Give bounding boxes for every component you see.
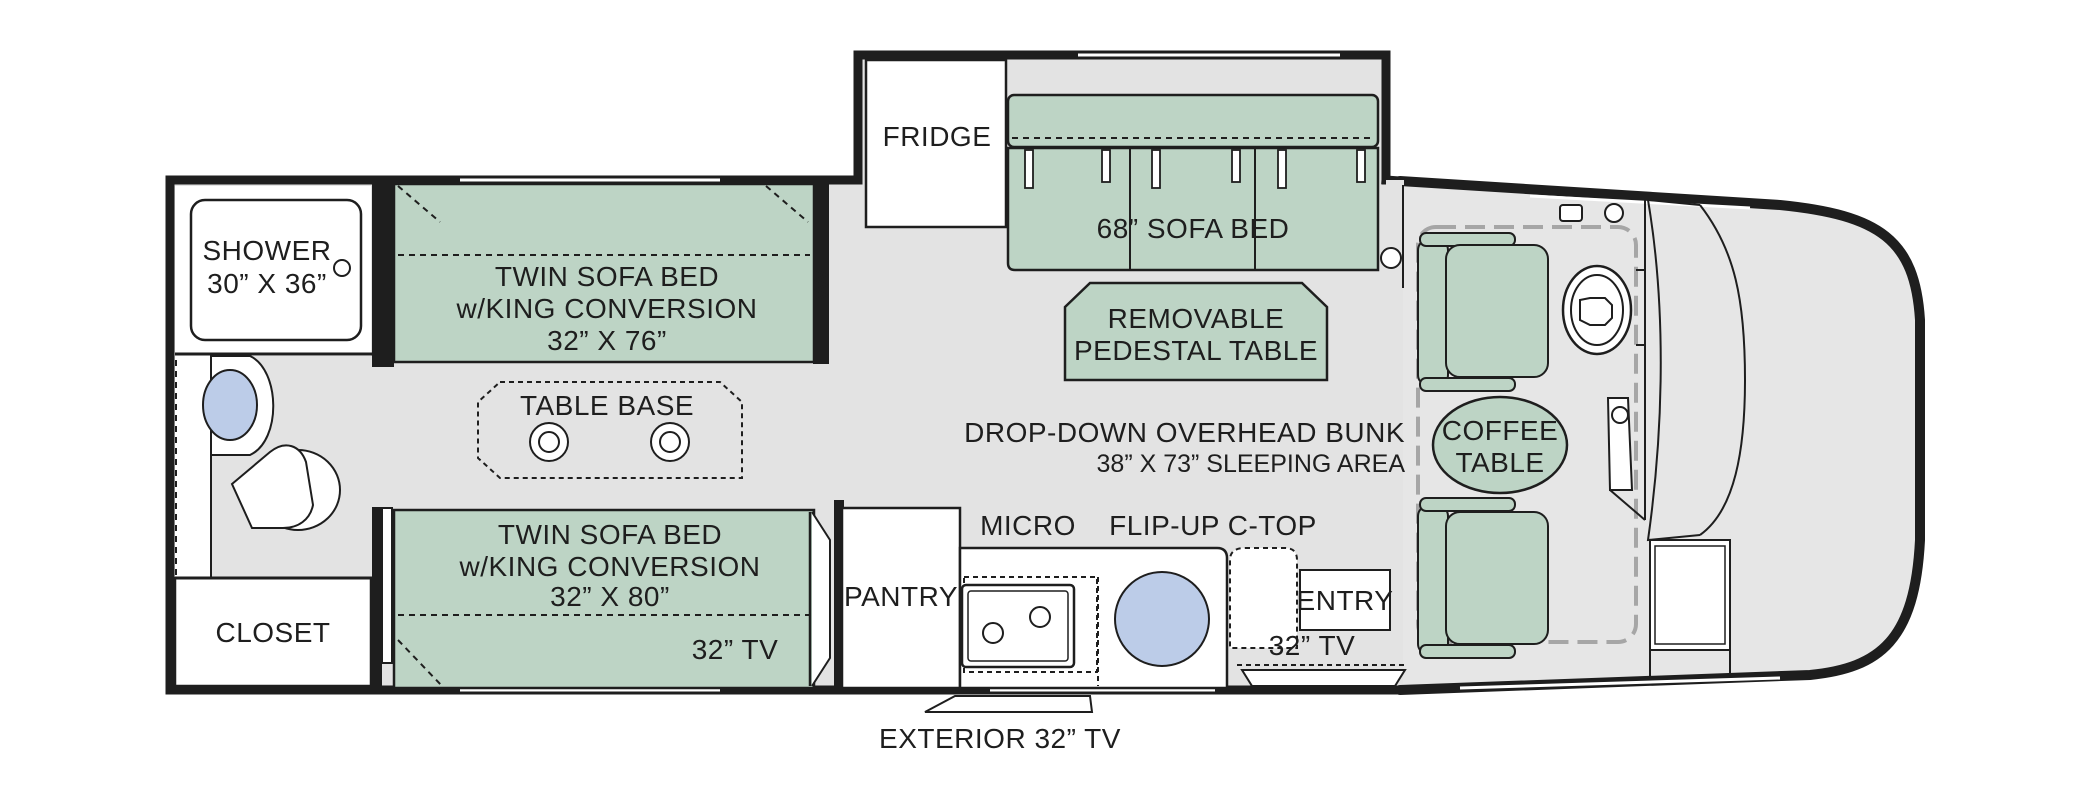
coffee-table-line1: COFFEE (1442, 415, 1559, 446)
coffee-table: COFFEE TABLE (1431, 395, 1569, 495)
entry-tv-label: 32” TV (1269, 630, 1356, 661)
bunk-label-line1: DROP-DOWN OVERHEAD BUNK (964, 417, 1405, 448)
pedestal-table-line1: REMOVABLE (1108, 303, 1285, 334)
twin-sofa-bed-top: TWIN SOFA BED w/KING CONVERSION 32” X 76… (392, 182, 829, 364)
cab-side-panel (1606, 200, 1646, 521)
sofa-bed-label: 68” SOFA BED (1097, 213, 1290, 244)
window-marks (460, 53, 1781, 692)
kitchen-sink-icon (960, 583, 1076, 669)
pantry-label: PANTRY (844, 581, 958, 612)
table-post-icon (529, 422, 569, 462)
windshield (1646, 199, 1747, 542)
entry-label: ENTRY (1297, 585, 1394, 616)
cooktop-icon (1114, 571, 1210, 667)
twin-bed-top-line1: TWIN SOFA BED (495, 261, 719, 292)
pantry: PANTRY (840, 506, 962, 690)
captain-chair-top (1417, 232, 1549, 392)
fridge-label: FRIDGE (883, 121, 992, 152)
dash-knob-icon (1604, 203, 1624, 223)
twin-bed-top-line2: w/KING CONVERSION (456, 293, 758, 324)
micro-label: MICRO (980, 510, 1076, 541)
entry-step: ENTRY 32” TV (1237, 569, 1407, 687)
sink-basin-icon (202, 369, 258, 441)
flip-up-countertop (1229, 547, 1298, 649)
twin-bed-bottom-line1: TWIN SOFA BED (498, 519, 722, 550)
captain-chair-bottom (1417, 497, 1549, 659)
divider-wall-bottom (372, 507, 382, 687)
dash-control-icon (1559, 204, 1583, 222)
pedestal-table: REMOVABLE PEDESTAL TABLE (1063, 281, 1329, 382)
closet (173, 576, 373, 688)
coffee-table-line2: TABLE (1455, 447, 1544, 478)
bedroom-tv-label: 32” TV (692, 634, 779, 665)
flip-up-countertop-label: FLIP-UP C-TOP (1109, 510, 1317, 541)
table-base: TABLE BASE (477, 381, 743, 479)
kitchen-counter: MICRO FLIP-UP C-TOP (958, 510, 1317, 690)
bathroom: SHOWER 30” X 36” CLOSET (173, 180, 394, 688)
closet-label: CLOSET (215, 617, 330, 648)
shower-label: SHOWER (203, 235, 332, 266)
exterior-tv: EXTERIOR 32” TV (879, 695, 1121, 754)
table-post-icon (650, 422, 690, 462)
bunk-label-line2: 38” X 73” SLEEPING AREA (1097, 450, 1406, 478)
fridge: FRIDGE (864, 58, 1008, 229)
sofa-bed: 68” SOFA BED (1006, 93, 1380, 272)
toilet-icon (230, 444, 341, 531)
table-base-label: TABLE BASE (520, 390, 694, 421)
twin-bed-bottom-size: 32” X 80” (550, 581, 670, 612)
exterior-tv-label: EXTERIOR 32” TV (879, 723, 1121, 754)
pedestal-table-line2: PEDESTAL TABLE (1074, 335, 1318, 366)
cab-door-step (1649, 539, 1731, 678)
seatbelt-buckles (1024, 149, 1366, 189)
cab: COFFEE TABLE (1380, 180, 1747, 678)
vanity (202, 355, 275, 456)
shower-drain-icon (333, 259, 351, 277)
shower-pan (189, 198, 363, 342)
divider-wall-top (372, 180, 394, 367)
twin-sofa-bed-bottom: TWIN SOFA BED w/KING CONVERSION 32” X 80… (381, 500, 844, 690)
steering-wheel-icon (1561, 264, 1646, 356)
shower-size-label: 30” X 36” (207, 268, 327, 299)
twin-bed-bottom-line2: w/KING CONVERSION (459, 551, 761, 582)
twin-bed-top-size: 32” X 76” (547, 325, 667, 356)
